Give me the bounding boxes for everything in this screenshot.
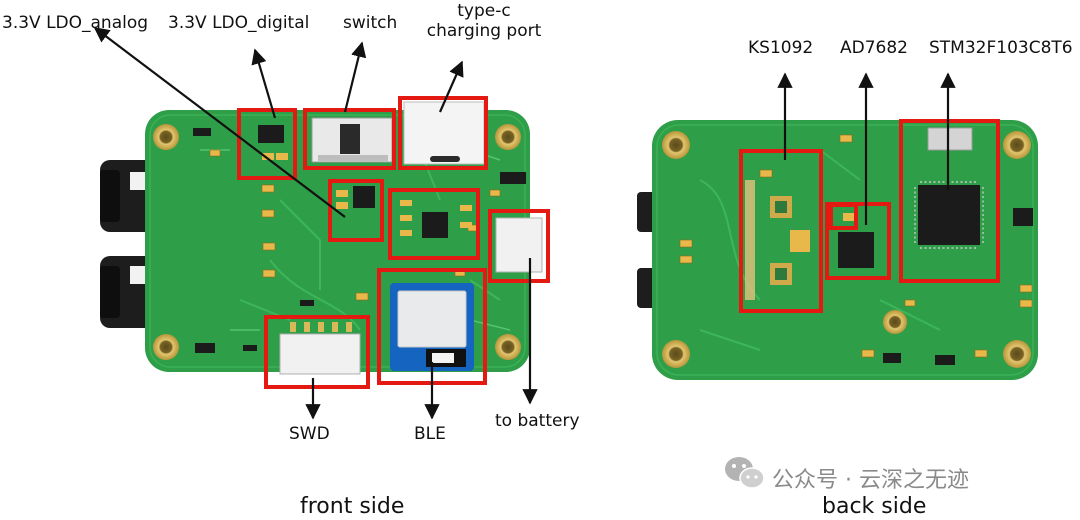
mount-hole (495, 124, 521, 150)
front-board (100, 101, 543, 375)
label-typec-line2: charging port (426, 20, 542, 41)
highlight-ldo-digital (237, 108, 297, 180)
arrow-ldo-digital (251, 48, 277, 119)
caption-back-side: back side (822, 494, 927, 519)
highlight-switch (303, 108, 396, 170)
label-ad7682: AD7682 (840, 38, 908, 58)
wechat-icon (725, 457, 765, 489)
label-ks1092: KS1092 (748, 38, 814, 58)
mount-hole (1003, 131, 1031, 159)
arrow-typec (438, 60, 464, 113)
arrow-ldo-analog (93, 27, 346, 218)
ks1092-area (745, 180, 810, 300)
label-typec: type-c charging port (424, 1, 544, 41)
watermark-text: 公众号 · 云深之无迹 (772, 468, 969, 493)
arrow-switch (343, 41, 367, 113)
highlight-charging (388, 188, 480, 260)
label-ldo-analog: 3.3V LDO_analog (2, 13, 149, 33)
label-stm32: STM32F103C8T6 (929, 38, 1073, 58)
highlight-stm32 (899, 119, 1000, 283)
label-switch: switch (343, 13, 398, 33)
label-ldo-digital: 3.3V LDO_digital (168, 13, 310, 33)
label-battery: to battery (495, 411, 580, 431)
mount-hole (662, 131, 690, 159)
label-typec-line1: type-c (457, 1, 511, 21)
highlight-ks1092 (739, 149, 823, 313)
highlight-ldo-analog (328, 179, 384, 242)
mount-hole (153, 334, 179, 360)
highlight-ad7682-inner (829, 203, 858, 230)
label-swd: SWD (289, 424, 330, 444)
mount-hole (662, 340, 690, 368)
mount-hole (1003, 340, 1031, 368)
caption-front-side: front side (300, 494, 405, 519)
back-board (637, 120, 1038, 380)
highlight-swd (264, 315, 370, 389)
highlight-typec (398, 96, 488, 170)
mount-hole (495, 334, 521, 360)
mount-hole (153, 124, 179, 150)
label-ble: BLE (414, 424, 446, 444)
highlight-battery (488, 209, 550, 283)
